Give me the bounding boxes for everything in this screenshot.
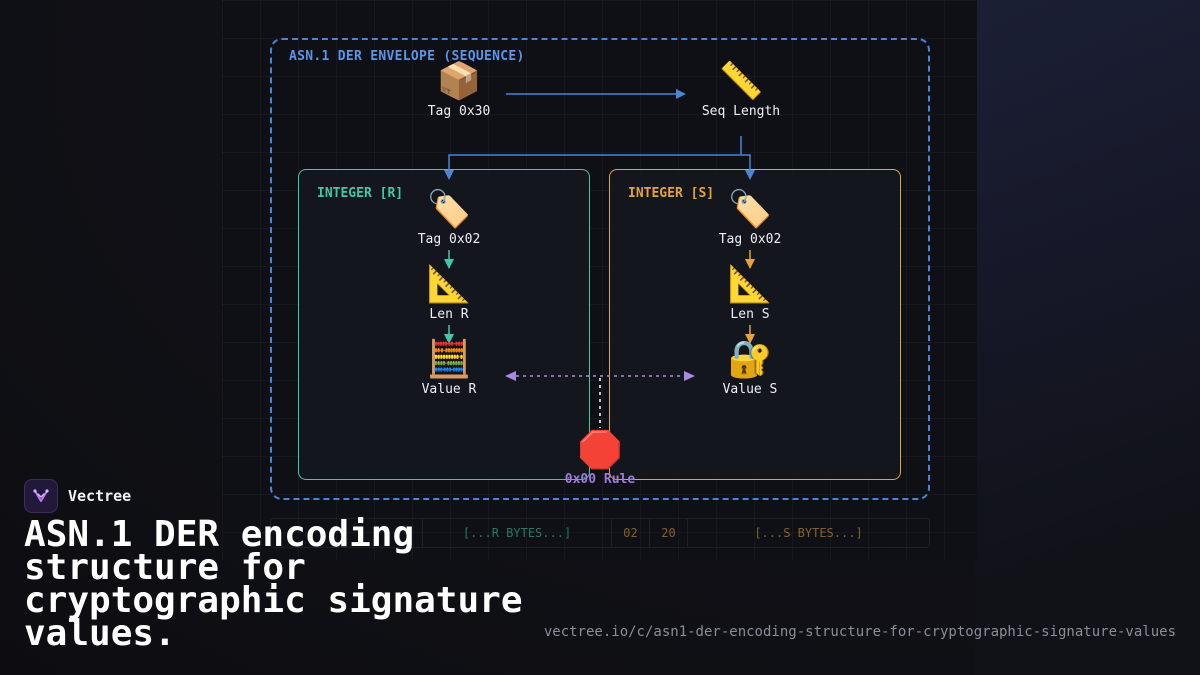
lock-key-icon: 🔐 [727, 339, 773, 380]
tag-0x30-label: Tag 0x30 [427, 104, 491, 119]
r-len-label: Len R [429, 307, 469, 322]
r-tag-node: 🏷️ Tag 0x02 [389, 189, 509, 248]
branch-arrowhead-s [745, 170, 755, 180]
tag-icon: 🏷️ [727, 189, 773, 230]
r-value-node: 🧮 Value R [389, 339, 509, 398]
abacus-icon: 🧮 [426, 339, 472, 380]
s-tag-label: Tag 0x02 [718, 232, 782, 247]
value-link-arrowhead-left [505, 371, 516, 381]
s-len-to-value-arrowhead [745, 334, 755, 344]
s-value-label: Value S [722, 382, 778, 397]
der-byte-strip: [...R BYTES...] 02 20 [...S BYTES...] [270, 518, 930, 548]
source-url[interactable]: vectree.io/c/asn1-der-encoding-structure… [543, 624, 1176, 640]
s-value-node: 🔐 Value S [690, 339, 810, 398]
brand-name: Vectree [68, 487, 132, 505]
triangular-ruler-icon: 📐 [426, 264, 472, 305]
s-tag-node: 🏷️ Tag 0x02 [690, 189, 810, 248]
vectree-mark-icon [33, 489, 49, 502]
seq-length-label: Seq Length [701, 104, 781, 119]
byte-cell [347, 519, 423, 547]
branch-arrowhead-r [444, 170, 454, 180]
s-bytes-cell: [...S BYTES...] [754, 526, 863, 540]
tag-0x30-node: 📦 Tag 0x30 [399, 61, 519, 120]
tag-icon: 🏷️ [426, 189, 472, 230]
r-value-label: Value R [421, 382, 477, 397]
brand: Vectree [24, 479, 131, 513]
s-len-byte-cell: 20 [650, 519, 688, 547]
s-len-node: 📐 Len S [690, 264, 810, 323]
der-envelope-box [270, 38, 930, 500]
r-tag-to-len-arrowhead [444, 259, 454, 269]
page-title: ASN.1 DER encoding structure for cryptog… [24, 514, 523, 654]
s-len-label: Len S [730, 307, 770, 322]
seq-length-node: 📏 Seq Length [681, 61, 801, 120]
r-bytes-cell: [...R BYTES...] [423, 519, 612, 547]
s-tag-byte-cell: 02 [612, 519, 650, 547]
triangular-ruler-icon: 📐 [727, 264, 773, 305]
r-tag-label: Tag 0x02 [417, 232, 481, 247]
zero-rule-node: 🛑 [540, 431, 660, 471]
integer-r-box [298, 169, 590, 480]
integer-s-label: INTEGER [S] [628, 186, 715, 201]
length-to-integers-connector [448, 136, 751, 178]
ruler-icon: 📏 [718, 61, 764, 102]
r-len-node: 📐 Len R [389, 264, 509, 323]
value-link-arrowhead-right [684, 371, 695, 381]
envelope-label: ASN.1 DER ENVELOPE (SEQUENCE) [289, 49, 525, 64]
zero-rule-label: 0x00 Rule [564, 472, 636, 487]
integer-r-label: INTEGER [R] [317, 186, 404, 201]
integer-s-box [609, 169, 901, 480]
s-tag-to-len-arrowhead [745, 259, 755, 269]
background-glow [975, 0, 1200, 675]
r-len-to-value-arrowhead [444, 334, 454, 344]
byte-cell [271, 519, 347, 547]
vectree-logo-icon [24, 479, 58, 513]
stop-sign-icon: 🛑 [577, 430, 623, 471]
package-icon: 📦 [436, 61, 482, 102]
